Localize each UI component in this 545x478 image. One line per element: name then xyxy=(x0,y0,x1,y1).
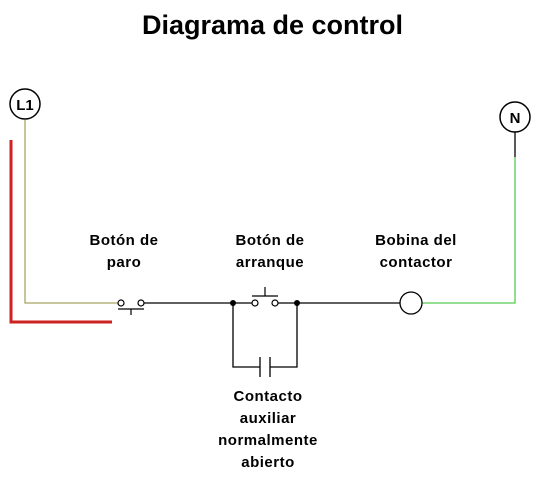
stop-button-symbol xyxy=(117,299,145,315)
start-button-symbol xyxy=(233,287,297,307)
red-wire xyxy=(9,140,112,324)
neutral-wire xyxy=(422,157,516,304)
stop-button-label: Botón de paro xyxy=(89,232,159,271)
terminal-l1-label: L1 xyxy=(16,97,34,114)
aux-contact-symbol xyxy=(232,303,298,377)
start-button-label: Botón de arranque xyxy=(235,232,305,271)
coil-label: Bobina del contactor xyxy=(375,232,457,271)
line-wire xyxy=(24,120,118,304)
terminal-n-label: N xyxy=(510,110,521,127)
diagram-title: Diagrama de control xyxy=(141,10,404,40)
terminal-n: N xyxy=(499,101,531,157)
coil-symbol xyxy=(399,291,423,315)
terminal-l1: L1 xyxy=(9,88,41,120)
aux-contact-label: Contacto auxiliar normalmente abierto xyxy=(218,388,318,471)
